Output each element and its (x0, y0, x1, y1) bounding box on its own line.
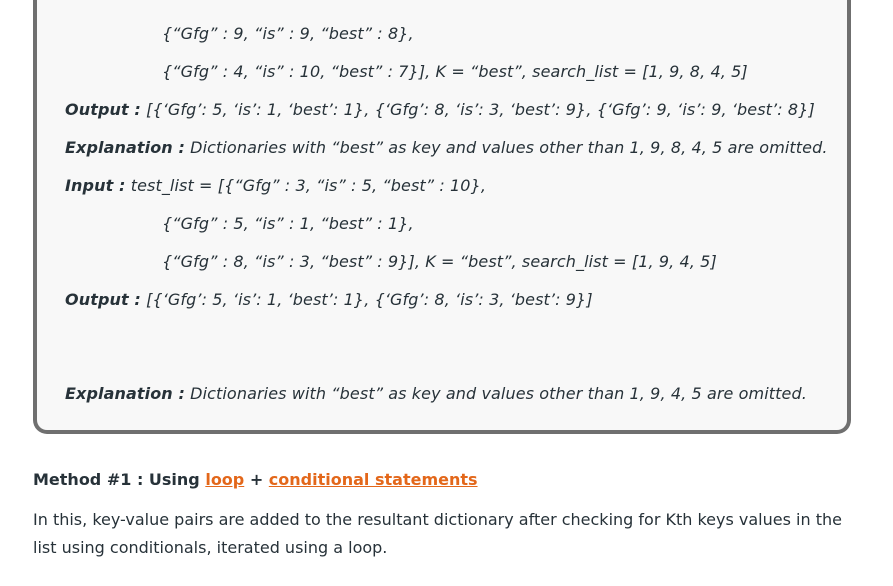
example-text: {“Gfg” : 8, “is” : 3, “best” : 9}], K = … (162, 252, 717, 271)
example-text: Dictionaries with “best” as key and valu… (184, 138, 828, 157)
explanation-label: Explanation : (65, 138, 185, 157)
conditional-statements-link[interactable]: conditional statements (268, 470, 478, 489)
example-line: {“Gfg” : 8, “is” : 3, “best” : 9}], K = … (162, 252, 717, 271)
example-output-line: Output : [{‘Gfg’: 5, ‘is’: 1, ‘best’: 1}… (65, 100, 815, 119)
explanation-label: Explanation : (65, 384, 185, 403)
example-output-line: Output : [{‘Gfg’: 5, ‘is’: 1, ‘best’: 1}… (65, 290, 593, 309)
example-input-line: Input : test_list = [{“Gfg” : 3, “is” : … (65, 176, 486, 195)
method-description: In this, key-value pairs are added to th… (33, 510, 842, 557)
example-text: {“Gfg” : 4, “is” : 10, “best” : 7}], K =… (162, 62, 748, 81)
method-heading: Method #1 : Using loop + conditional sta… (33, 470, 478, 489)
input-label: Input : (65, 176, 126, 195)
example-line: {“Gfg” : 4, “is” : 10, “best” : 7}], K =… (162, 62, 748, 81)
example-explanation-line: Explanation : Dictionaries with “best” a… (65, 138, 828, 157)
example-line: {“Gfg” : 9, “is” : 9, “best” : 8}, (162, 24, 414, 43)
example-text: test_list = [{“Gfg” : 3, “is” : 5, “best… (125, 176, 487, 195)
example-line: {“Gfg” : 5, “is” : 1, “best” : 1}, (162, 214, 414, 233)
method-joiner: + (244, 470, 269, 489)
example-text: [{‘Gfg’: 5, ‘is’: 1, ‘best’: 1}, {‘Gfg’:… (140, 100, 815, 119)
example-text: {“Gfg” : 5, “is” : 1, “best” : 1}, (162, 214, 414, 233)
example-text: Dictionaries with “best” as key and valu… (184, 384, 807, 403)
example-explanation-line: Explanation : Dictionaries with “best” a… (65, 384, 807, 403)
method-prefix: Method #1 : Using (33, 470, 206, 489)
example-text: [{‘Gfg’: 5, ‘is’: 1, ‘best’: 1}, {‘Gfg’:… (140, 290, 593, 309)
example-code-box: {“Gfg” : 9, “is” : 9, “best” : 8}, {“Gfg… (33, 0, 851, 434)
loop-link[interactable]: loop (205, 470, 245, 489)
output-label: Output : (65, 290, 141, 309)
example-text: {“Gfg” : 9, “is” : 9, “best” : 8}, (162, 24, 414, 43)
output-label: Output : (65, 100, 141, 119)
